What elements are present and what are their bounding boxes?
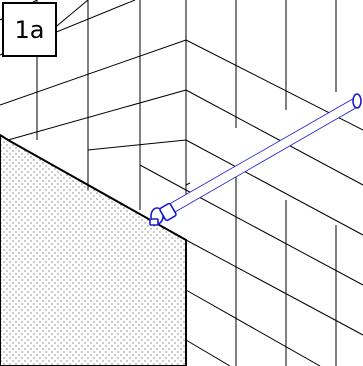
step-label-text: 1a	[14, 15, 45, 44]
shower-curtain-rod-icon	[149, 93, 362, 226]
shower-screen-panel-icon	[0, 133, 187, 366]
step-label: 1a	[2, 2, 57, 57]
